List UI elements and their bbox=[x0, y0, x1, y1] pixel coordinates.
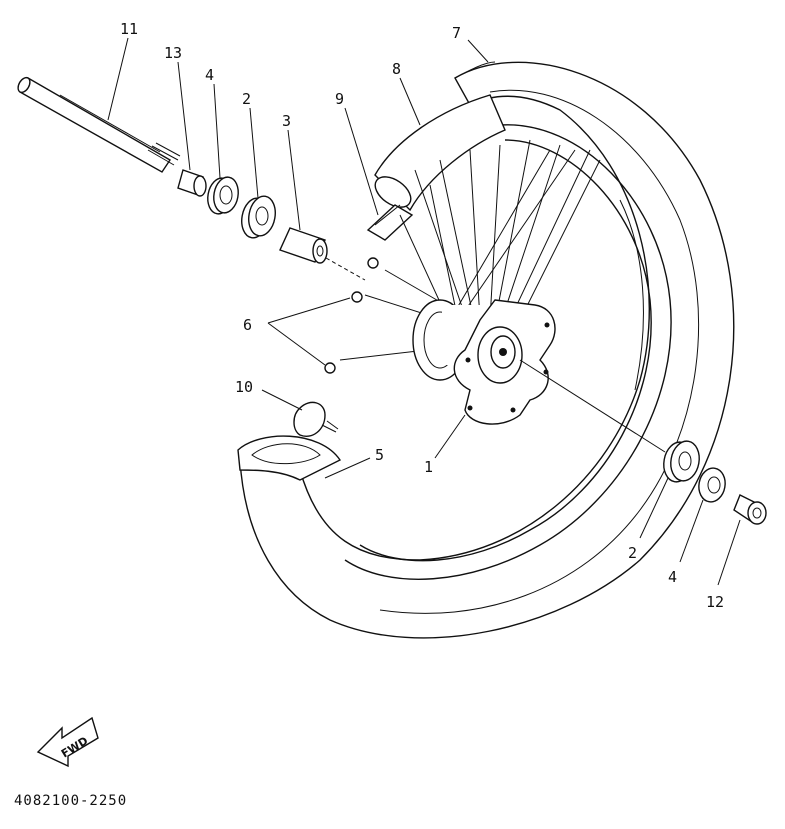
label-5: 5 bbox=[375, 446, 384, 464]
bearing-top bbox=[241, 195, 276, 239]
axle-line bbox=[519, 359, 666, 453]
tire bbox=[239, 61, 735, 639]
rim bbox=[344, 124, 672, 580]
label-11: 11 bbox=[120, 20, 138, 38]
rim-band bbox=[366, 204, 414, 241]
label-13: 13 bbox=[164, 44, 182, 62]
label-4b: 4 bbox=[668, 568, 677, 586]
axle bbox=[17, 76, 181, 173]
label-9: 9 bbox=[335, 90, 344, 108]
collar-13 bbox=[177, 169, 207, 197]
callout-labels: 11 13 4 2 3 9 8 7 6 10 5 1 2 4 12 bbox=[120, 20, 724, 611]
label-12: 12 bbox=[706, 593, 724, 611]
label-3: 3 bbox=[282, 112, 291, 130]
leader-lines bbox=[107, 37, 741, 586]
oil-seal-right bbox=[698, 467, 726, 503]
drawing-code: 4082100-2250 bbox=[14, 793, 127, 809]
label-6: 6 bbox=[243, 316, 252, 334]
label-1: 1 bbox=[424, 458, 433, 476]
label-2b: 2 bbox=[628, 544, 637, 562]
fwd-arrow: FWD bbox=[36, 716, 99, 768]
oil-seal-top bbox=[207, 176, 239, 215]
label-7: 7 bbox=[452, 24, 461, 42]
valve bbox=[293, 401, 339, 437]
label-2a: 2 bbox=[242, 90, 251, 108]
spacer bbox=[279, 227, 366, 281]
label-8: 8 bbox=[392, 60, 401, 78]
label-10: 10 bbox=[235, 378, 253, 396]
bearing-right bbox=[663, 440, 700, 483]
collar-12 bbox=[733, 494, 767, 525]
hub bbox=[412, 299, 556, 425]
spoke-nipples bbox=[324, 257, 379, 374]
label-4a: 4 bbox=[205, 66, 214, 84]
tire-lower-section bbox=[237, 435, 342, 481]
inner-tube bbox=[374, 94, 506, 212]
